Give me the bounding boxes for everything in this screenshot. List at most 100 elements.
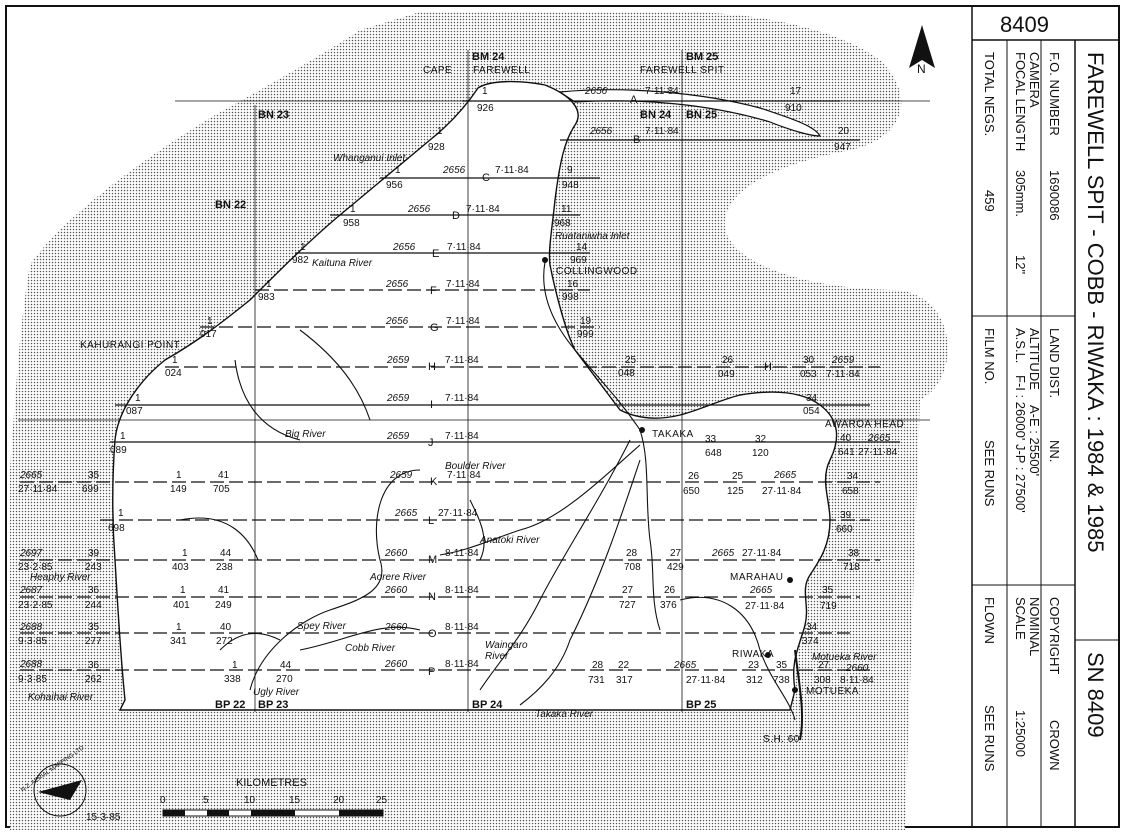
- run-frame-start: 1: [120, 431, 126, 442]
- run-date: 27·11·84: [742, 548, 782, 559]
- run-film: 2688: [19, 659, 43, 670]
- run-film: 2660: [384, 585, 408, 596]
- run-neg-end: 660: [836, 524, 853, 535]
- feature-label: Heaphy River: [30, 572, 91, 583]
- run-frame-end: 34: [806, 393, 818, 404]
- run-frame-end: 25: [625, 355, 637, 366]
- run-frame-start: 1: [135, 393, 141, 404]
- run-frame-end: 9: [567, 165, 573, 176]
- run-frame-end: 27: [622, 585, 634, 596]
- run-frame: 41: [218, 470, 230, 481]
- altitude-value-2: F-I : 26000' J-P : 27500': [1013, 375, 1028, 513]
- run-letter: C: [482, 172, 490, 184]
- flown-value: SEE RUNS: [982, 705, 997, 772]
- run-frame: 1: [176, 622, 182, 633]
- run-film: 2665: [673, 660, 697, 671]
- place-label: FAREWELL: [473, 65, 530, 76]
- riwaka-marker: [765, 652, 771, 658]
- run-frame-start: 1: [395, 165, 401, 176]
- run-film: 2656: [584, 86, 608, 97]
- run-film: 2660: [384, 622, 408, 633]
- run-film: 2660: [384, 659, 408, 670]
- run-letter: D: [452, 210, 460, 222]
- run-film: 2659: [389, 470, 413, 481]
- run-neg-end: 125: [727, 486, 744, 497]
- scale-tick: 0: [160, 795, 166, 806]
- feature-label: River: [485, 651, 509, 662]
- run-frame-end: 27: [670, 548, 682, 559]
- run-date: 7·11·84: [466, 204, 500, 215]
- place-label: CAPE: [423, 65, 452, 76]
- takaka-marker: [639, 427, 645, 433]
- run-neg-start: 926: [477, 103, 494, 114]
- run-neg: 243: [85, 562, 102, 573]
- town-markers: [542, 257, 798, 693]
- focal-value: 305mm.: [1013, 170, 1028, 217]
- run-neg-start: 958: [343, 218, 360, 229]
- feature-label: Waingaro: [485, 640, 528, 651]
- scale-bar: KILOMETRES 0 5 10 15 20 25: [160, 777, 388, 817]
- run-date: 7·11·84: [447, 242, 481, 253]
- north-arrow-icon: [909, 25, 935, 68]
- run-frame-end: 26: [688, 471, 700, 482]
- run-date: 7·11·84: [445, 355, 479, 366]
- feature-label: Anatoki River: [479, 535, 540, 546]
- run-letter: H: [428, 361, 436, 373]
- run-frame-start: 1: [118, 508, 124, 519]
- run-date: 23·2·85: [18, 562, 53, 573]
- run-neg-end: 968: [554, 218, 571, 229]
- place-label: RIWAKA: [732, 649, 774, 660]
- run-neg-end: 731: [588, 675, 605, 686]
- run-frame-end: 28: [626, 548, 638, 559]
- run-frame: 1: [176, 470, 182, 481]
- place-label: AWAROA HEAD: [825, 419, 904, 430]
- place-label: MOTUEKA: [806, 686, 859, 697]
- feature-label: Aorere River: [369, 572, 427, 583]
- run-film: 2665: [394, 508, 418, 519]
- run-letter: J: [428, 437, 434, 449]
- focal-label: FOCAL LENGTH: [1013, 52, 1028, 151]
- run-neg: 249: [215, 600, 232, 611]
- run-neg-start: 983: [258, 292, 275, 303]
- run-neg: 277: [85, 636, 102, 647]
- grid-label: BN 25: [686, 109, 717, 121]
- place-label: KAHURANGI POINT: [80, 340, 180, 351]
- flight-run-lines: [20, 100, 900, 671]
- run-film: 2656: [442, 165, 466, 176]
- place-label: FAREWELL SPIT: [640, 65, 724, 76]
- run-film: 2665: [19, 470, 43, 481]
- run-neg-end: 376: [660, 600, 677, 611]
- scale-label-1: NOMINAL: [1027, 597, 1042, 656]
- run-frame: 27: [818, 660, 830, 671]
- sheet-number: 8409: [1000, 12, 1049, 37]
- copyright-label: COPYRIGHT: [1047, 597, 1062, 674]
- scale-title: KILOMETRES: [236, 777, 307, 789]
- run-film: 2659: [386, 393, 410, 404]
- run-letter: M: [428, 554, 437, 566]
- grid-label: BN 24: [640, 109, 672, 121]
- run-film: 2656: [407, 204, 431, 215]
- run-date: 27·11·84: [745, 601, 785, 612]
- run-film: 2697: [19, 548, 43, 559]
- run-neg: 049: [718, 369, 735, 380]
- run-date: 7·11·84: [445, 431, 479, 442]
- scale-tick: 25: [376, 795, 388, 806]
- run-neg: 338: [224, 674, 241, 685]
- run-neg-start: 982: [292, 255, 309, 266]
- altitude-label: ALTITUDE: [1027, 328, 1042, 390]
- focal-inch: 12": [1013, 255, 1028, 274]
- asl-label: A.S.L.: [1013, 328, 1028, 363]
- flown-label: FLOWN: [982, 597, 997, 644]
- run-neg: 738: [773, 675, 790, 686]
- place-label: TAKAKA: [652, 429, 694, 440]
- run-date: 8·11·84: [840, 675, 874, 686]
- run-neg: 401: [173, 600, 190, 611]
- run-neg-end: 947: [834, 142, 851, 153]
- run-frame-start: 1: [437, 126, 443, 137]
- run-letter: A: [630, 94, 638, 106]
- feature-label: Spey River: [297, 621, 347, 632]
- scale-tick: 15: [289, 795, 301, 806]
- run-film: 2659: [831, 355, 855, 366]
- sheet-title: FAREWELL SPIT - COBB - RIWAKA : 1984 & 1…: [1083, 52, 1108, 553]
- run-film: 2665: [749, 585, 773, 596]
